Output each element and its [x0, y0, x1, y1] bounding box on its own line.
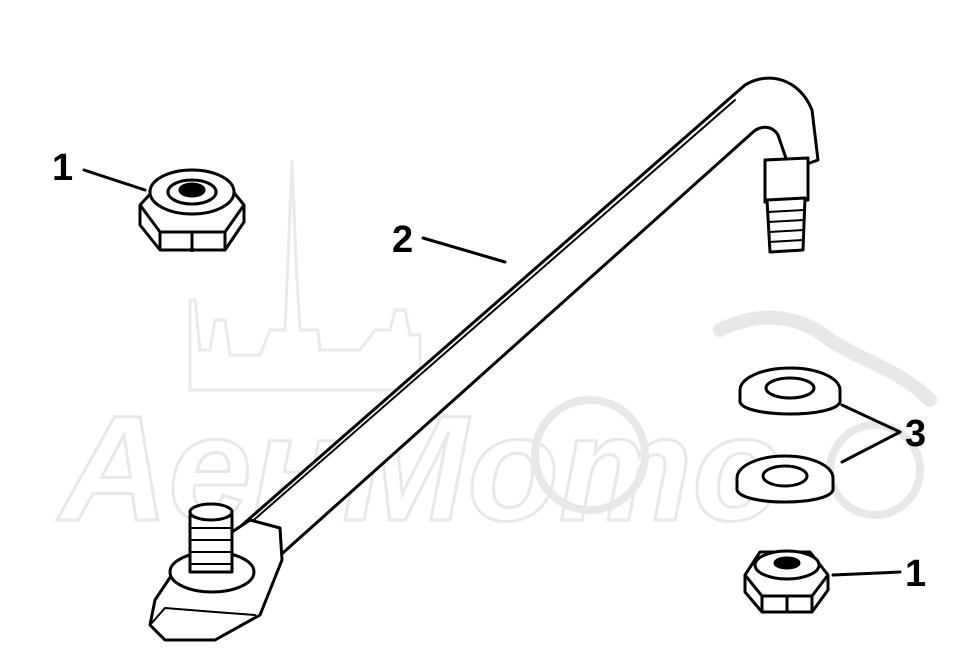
callout-1-top: 1: [52, 147, 73, 189]
washer-bottom: [735, 454, 835, 504]
leader-2: [421, 236, 507, 264]
callout-3: 3: [905, 413, 926, 455]
watermark-skyline: [188, 159, 422, 392]
nut-bottom-right: [743, 549, 830, 614]
leader-1-top: [82, 168, 147, 192]
callout-1-bottom: 1: [905, 553, 926, 595]
leader-3-upper: [840, 403, 902, 434]
callout-2: 2: [392, 219, 413, 261]
nut-top-left: [138, 168, 246, 252]
watermark-motorcycle: [713, 310, 937, 407]
watermark-wheel: [531, 396, 649, 514]
leader-lines: [82, 168, 902, 577]
washer-top: [738, 366, 842, 416]
tie-rod: [148, 76, 820, 642]
leader-3-lower: [840, 430, 902, 464]
leader-1-bottom: [831, 570, 902, 577]
